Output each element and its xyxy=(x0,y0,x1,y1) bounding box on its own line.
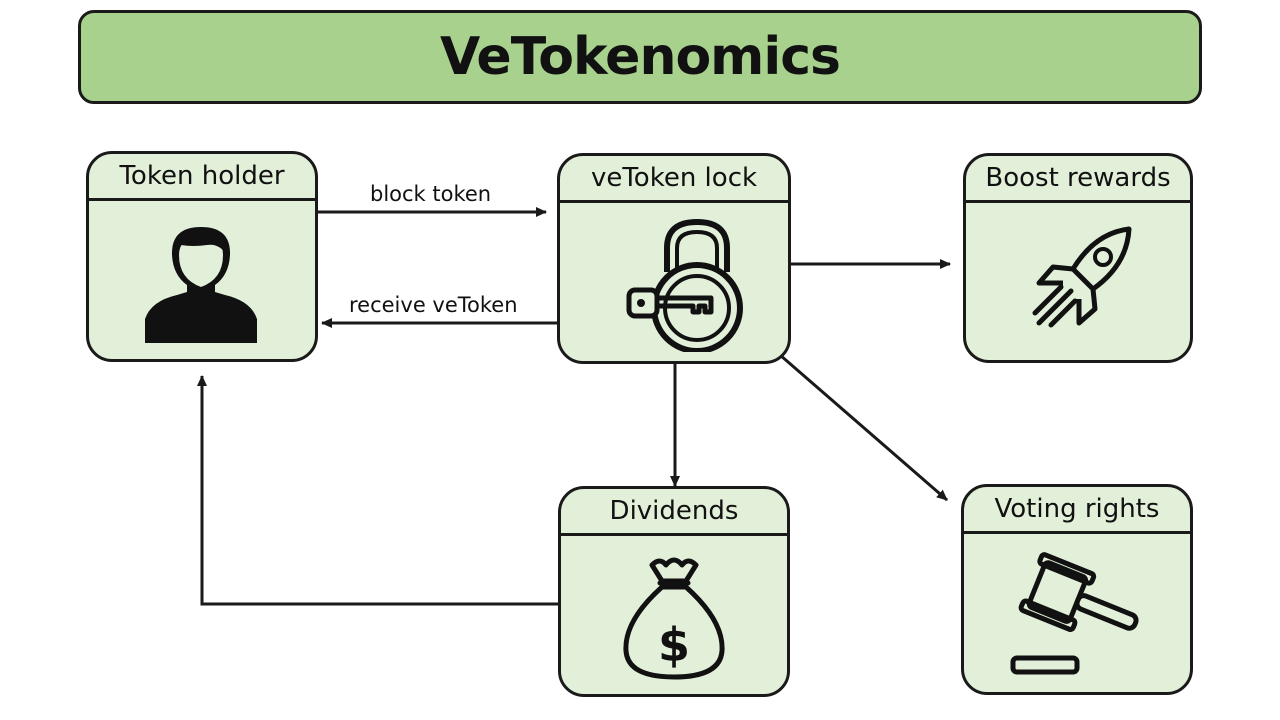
diagram-title: VeTokenomics xyxy=(440,27,841,87)
node-dividends: Dividends $ xyxy=(558,486,790,697)
node-title-boost-rewards: Boost rewards xyxy=(966,156,1190,203)
edge-label-block-token: block token xyxy=(370,182,492,206)
title-bar: VeTokenomics xyxy=(78,10,1202,104)
node-vetoken-lock: veToken lock xyxy=(557,153,791,364)
svg-text:$: $ xyxy=(658,618,690,672)
money-bag-icon: $ xyxy=(623,557,725,680)
padlock-key-icon xyxy=(626,218,743,352)
gavel-icon xyxy=(1010,552,1139,675)
edge-label-receive-vetoken: receive veToken xyxy=(349,293,518,317)
node-boost-rewards: Boost rewards xyxy=(963,153,1193,363)
user-icon xyxy=(145,227,257,343)
node-title-token-holder: Token holder xyxy=(89,154,315,201)
node-voting-rights: Voting rights xyxy=(961,484,1193,695)
node-title-voting-rights: Voting rights xyxy=(964,487,1190,534)
node-title-vetoken-lock: veToken lock xyxy=(560,156,788,203)
arrow-dividends-to-holder xyxy=(197,375,558,606)
rocket-icon xyxy=(1032,226,1132,327)
node-token-holder: Token holder xyxy=(86,151,318,362)
arrow-to-voting-rights xyxy=(779,353,948,502)
node-title-dividends: Dividends xyxy=(561,489,787,536)
